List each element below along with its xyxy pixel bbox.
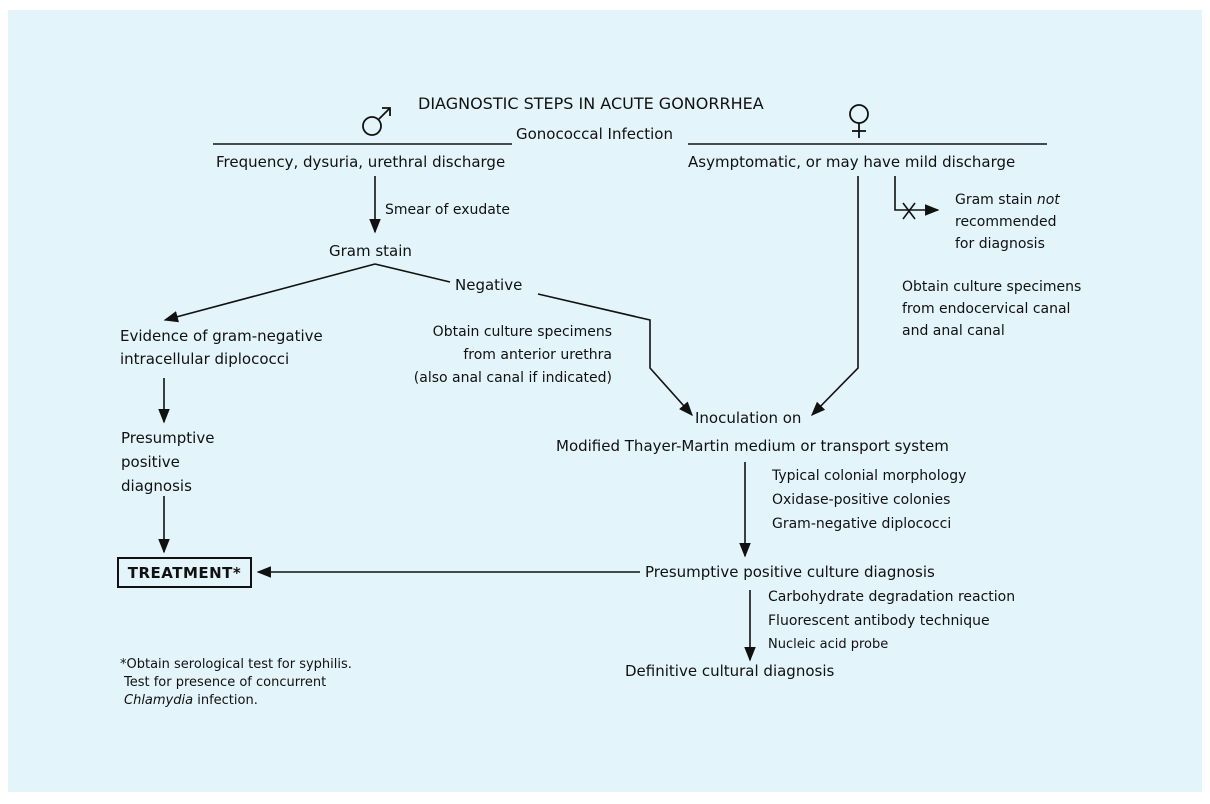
test1-item-1: Typical colonial morphology xyxy=(772,468,967,484)
evidence-line2: intracellular diplococci xyxy=(120,350,290,368)
gram-not-recommended-line3: for diagnosis xyxy=(955,236,1045,252)
arrow-negative-to-inoculation xyxy=(537,293,693,417)
test1-item-3: Gram-negative diplococci xyxy=(772,516,952,532)
presumptive-line1: Presumptive xyxy=(121,429,215,447)
female-culture-line3: and anal canal xyxy=(902,323,1005,339)
arrow-gram-not-recommended xyxy=(894,176,940,216)
arrow-to-evidence xyxy=(163,263,376,323)
test2-item-2: Fluorescent antibody technique xyxy=(768,613,990,629)
definitive-label: Definitive cultural diagnosis xyxy=(625,662,835,680)
male-culture-line3: (also anal canal if indicated) xyxy=(413,370,612,386)
gram-not-recommended-line2: recommended xyxy=(955,214,1057,230)
page-title: DIAGNOSTIC STEPS IN ACUTE GONORRHEA xyxy=(418,94,764,113)
footnote-line3: Chlamydia infection. xyxy=(124,693,258,708)
arrow-female-to-inoculation xyxy=(810,176,859,417)
evidence-line1: Evidence of gram-negative xyxy=(120,327,323,345)
male-culture-line2: from anterior urethra xyxy=(463,347,612,363)
male-culture-line1: Obtain culture specimens xyxy=(432,324,612,340)
test2-item-3: Nucleic acid probe xyxy=(768,637,889,652)
negative-label: Negative xyxy=(455,276,523,294)
diagram-panel xyxy=(8,10,1202,792)
presumptive-culture-label: Presumptive positive culture diagnosis xyxy=(645,563,935,581)
footnote-line1: *Obtain serological test for syphilis. xyxy=(120,657,352,672)
male-symbol-icon xyxy=(362,107,391,136)
male-symptoms: Frequency, dysuria, urethral discharge xyxy=(216,153,506,171)
test1-item-2: Oxidase-positive colonies xyxy=(772,492,951,508)
medium-label: Modified Thayer-Martin medium or transpo… xyxy=(556,437,949,455)
female-symbol-icon xyxy=(849,104,869,138)
infection-label: Gonococcal Infection xyxy=(516,125,673,143)
test2-item-1: Carbohydrate degradation reaction xyxy=(768,589,1016,605)
gram-not-recommended-line1: Gram stain not xyxy=(955,192,1060,208)
line-to-negative xyxy=(374,263,451,283)
female-culture-line1: Obtain culture specimens xyxy=(902,279,1082,295)
presumptive-line2: positive xyxy=(121,453,180,471)
inoculation-label: Inoculation on xyxy=(695,409,802,427)
treatment-label: TREATMENT* xyxy=(127,563,242,582)
female-symptoms: Asymptomatic, or may have mild discharge xyxy=(688,153,1016,171)
female-culture-line2: from endocervical canal xyxy=(902,301,1071,317)
smear-label: Smear of exudate xyxy=(385,202,510,218)
cross-mark-b xyxy=(902,202,916,220)
treatment-box: TREATMENT* xyxy=(117,557,252,588)
presumptive-line3: diagnosis xyxy=(121,477,192,495)
footnote-line2: Test for presence of concurrent xyxy=(124,675,327,690)
gram-stain-label: Gram stain xyxy=(329,242,412,260)
